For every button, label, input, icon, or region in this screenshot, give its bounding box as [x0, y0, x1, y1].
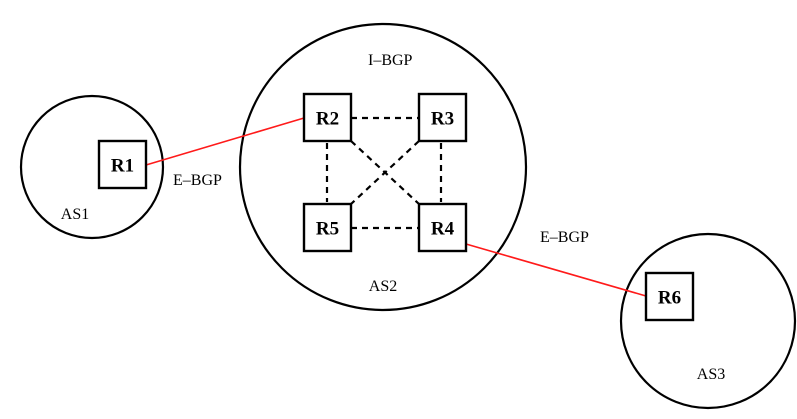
router-box — [417, 92, 468, 143]
as-as3: AS3 — [619, 232, 797, 410]
as-boundary-circle — [238, 22, 528, 312]
router-r1: R1 — [97, 139, 148, 190]
label-ibgp: I–BGP — [368, 52, 413, 69]
router-r6: R6 — [644, 271, 695, 322]
router-box — [644, 271, 695, 322]
as-boundary-circle — [619, 232, 797, 410]
router-label: R4 — [431, 219, 455, 240]
router-label: R5 — [316, 219, 339, 240]
router-r5: R5 — [302, 202, 353, 253]
labels: E–BGP I–BGP E–BGP — [173, 52, 589, 246]
router-label: R6 — [658, 288, 681, 309]
as-boundary-circle — [19, 94, 165, 240]
router-box — [97, 139, 148, 190]
ibgp-link-r3-r5 — [350, 140, 420, 205]
router-box — [302, 92, 353, 143]
links — [145, 116, 647, 297]
router-label: R2 — [316, 109, 339, 130]
label-ebgp-right: E–BGP — [540, 229, 589, 246]
router-label: R1 — [111, 156, 134, 177]
router-box — [417, 202, 468, 253]
as-label: AS1 — [61, 206, 89, 223]
router-label: R3 — [431, 109, 454, 130]
ebgp-link-r4-r6 — [465, 243, 647, 297]
as-label: AS2 — [369, 278, 397, 295]
ebgp-link-r1-r2 — [145, 117, 305, 166]
as-as2: AS2 — [238, 22, 528, 312]
as-label: AS3 — [697, 366, 725, 383]
router-r3: R3 — [417, 92, 468, 143]
router-box — [302, 202, 353, 253]
as-as1: AS1 — [19, 94, 165, 240]
router-r4: R4 — [417, 202, 468, 253]
router-r2: R2 — [302, 92, 353, 143]
label-ebgp-left: E–BGP — [173, 172, 222, 189]
